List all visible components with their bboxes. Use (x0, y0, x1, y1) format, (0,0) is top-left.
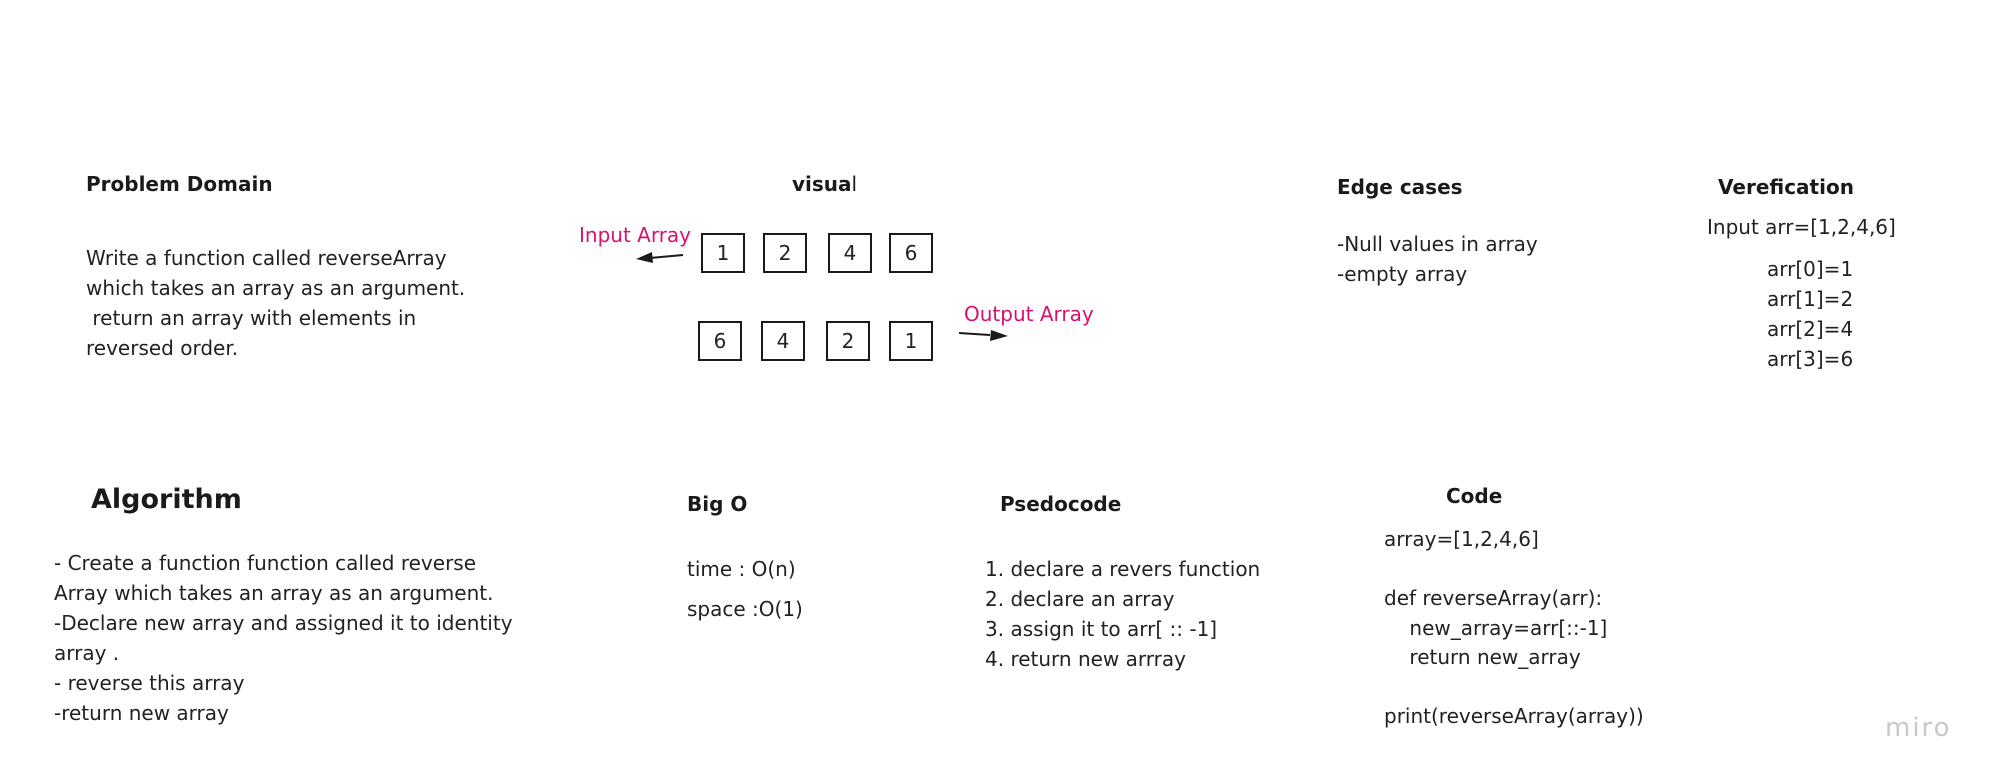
pseudocode-line: 2. declare an array (985, 587, 1175, 611)
pseudocode-line: 3. assign it to arr[ :: -1] (985, 617, 1218, 641)
algorithm-line: array . (54, 641, 120, 665)
code-line: array=[1,2,4,6] (1384, 527, 1539, 551)
output-array-cell: 1 (889, 321, 933, 361)
output-array-cell: 2 (826, 321, 870, 361)
code-title: Code (1446, 484, 1503, 508)
edge-cases-text: -Null values in array -empty array (1337, 229, 1538, 289)
pseudocode-line: 1. declare a revers function (985, 557, 1261, 581)
algorithm-line: -Declare new array and assigned it to id… (54, 611, 513, 635)
verification-line: arr[1]=2 (1767, 287, 1854, 311)
pseudocode-text: 1. declare a revers function 2. declare … (985, 554, 1260, 674)
input-array-cell: 6 (889, 233, 933, 273)
code-block: array=[1,2,4,6] def reverseArray(arr): n… (1384, 525, 1644, 732)
verification-lines: arr[0]=1 arr[1]=2 arr[2]=4 arr[3]=6 (1767, 254, 1853, 374)
miro-watermark: miro (1885, 713, 1952, 743)
output-arrow (958, 330, 1008, 341)
algorithm-line: -return new array (54, 701, 229, 725)
problem-domain-line: return an array with elements in (86, 306, 417, 330)
edge-cases-title: Edge cases (1337, 175, 1463, 199)
verification-line: arr[3]=6 (1767, 347, 1854, 371)
pseudocode-line: 4. return new arrray (985, 647, 1186, 671)
big-o-title: Big O (687, 492, 748, 516)
algorithm-line: Array which takes an array as an argumen… (54, 581, 494, 605)
problem-domain-text: Write a function called reverseArray whi… (86, 243, 465, 363)
code-line: def reverseArray(arr): (1384, 586, 1603, 610)
problem-domain-title: Problem Domain (86, 172, 273, 196)
output-array-cell: 6 (698, 321, 742, 361)
edge-case-line: -empty array (1337, 262, 1468, 286)
code-line: print(reverseArray(array)) (1384, 704, 1644, 728)
code-line: return new_array (1384, 645, 1581, 669)
visual-title-tail: l (851, 172, 858, 196)
output-array-cell: 4 (761, 321, 805, 361)
code-line: new_array=arr[::-1] (1384, 615, 1608, 640)
verification-input: Input arr=[1,2,4,6] (1707, 215, 1896, 239)
code-line (1384, 555, 1644, 585)
output-array-label: Output Array (964, 302, 1094, 326)
input-array-cell: 2 (763, 233, 807, 273)
edge-case-line: -Null values in array (1337, 232, 1538, 256)
problem-domain-line: which takes an array as an argument. (86, 276, 466, 300)
verification-line: arr[0]=1 (1767, 257, 1854, 281)
verification-line: arr[2]=4 (1767, 317, 1854, 341)
verification-title: Verefication (1718, 175, 1854, 199)
input-array-cell: 1 (701, 233, 745, 273)
code-line (1384, 673, 1644, 703)
visual-title-main: visua (792, 172, 852, 196)
big-o-space: space :O(1) (687, 597, 803, 621)
pseudocode-title: Psedocode (1000, 492, 1122, 516)
big-o-time: time : O(n) (687, 557, 796, 581)
algorithm-line: - Create a function function called reve… (54, 551, 477, 575)
algorithm-line: - reverse this array (54, 671, 245, 695)
algorithm-title: Algorithm (91, 484, 242, 515)
input-arrow (636, 252, 684, 263)
problem-domain-line: reversed order. (86, 336, 239, 360)
problem-domain-line: Write a function called reverseArray (86, 246, 447, 270)
visual-title: visual (792, 172, 857, 196)
algorithm-text: - Create a function function called reve… (54, 548, 513, 728)
input-array-cell: 4 (828, 233, 872, 273)
input-array-label: Input Array (579, 223, 692, 247)
